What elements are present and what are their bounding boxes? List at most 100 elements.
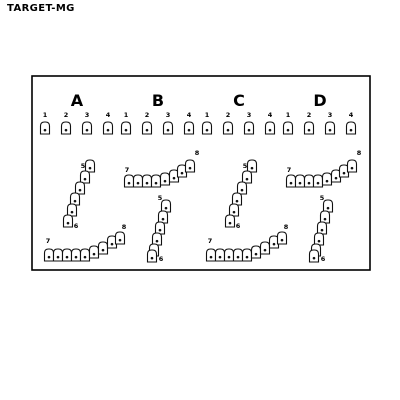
group-D-key-4-tile-dot xyxy=(349,128,353,132)
group-B-run-tile-3-dot xyxy=(145,181,149,185)
group-C-staircase-tile-4 xyxy=(231,192,243,206)
group-D-key-4-tile xyxy=(345,121,357,135)
group-C-label-top: 5 xyxy=(243,162,248,170)
group-C-key-4-tile-dot xyxy=(268,128,272,132)
group-C-key-1-tile-dot xyxy=(205,128,209,132)
group-D-run-tile-4 xyxy=(312,174,324,188)
group-C-key-4-label: 4 xyxy=(268,111,273,119)
group-D-staircase-tile-3 xyxy=(316,221,328,235)
group-A-key-1-label: 1 xyxy=(43,111,48,119)
group-D-run-tile-3-dot xyxy=(307,181,311,185)
group-B-key-4-tile-dot xyxy=(187,128,191,132)
group-D-label-top: 8 xyxy=(357,149,362,157)
group-B-key-1-tile xyxy=(120,121,132,135)
group-D-staircase-tile-6-dot xyxy=(312,256,316,260)
group-B-label-left: 7 xyxy=(125,166,130,174)
group-A-run-tile-3-dot xyxy=(65,255,69,259)
group-C-run-tile-7-dot xyxy=(263,248,267,252)
group-A-run-tile-4-dot xyxy=(74,255,78,259)
group-D-key-1-label: 1 xyxy=(286,111,291,119)
group-B-label-mid: 5 xyxy=(158,194,163,202)
group-C-staircase-tile-3 xyxy=(236,181,248,195)
group-B-staircase-tile-2-dot xyxy=(161,217,165,221)
group-A-staircase-tile-2 xyxy=(79,170,91,184)
group-D-key-2-tile-dot xyxy=(307,128,311,132)
group-C-run-tile-2-dot xyxy=(218,255,222,259)
group-D-staircase-tile-1 xyxy=(322,199,334,213)
group-C-key-1-label: 1 xyxy=(205,111,210,119)
group-C-staircase-tile-5-dot xyxy=(232,210,236,214)
group-C-run-tile-8-dot xyxy=(272,242,276,246)
group-C-run-tile-4 xyxy=(232,248,244,262)
group-A-key-3-tile-dot xyxy=(85,128,89,132)
group-A-staircase-tile-3 xyxy=(74,181,86,195)
group-B-key-1-label: 1 xyxy=(124,111,129,119)
group-A-letter: A xyxy=(71,91,84,110)
group-A-staircase-tile-3-dot xyxy=(78,188,82,192)
group-D-key-2-label: 2 xyxy=(307,111,312,119)
group-A-key-2-label: 2 xyxy=(64,111,69,119)
group-C-key-2-label: 2 xyxy=(226,111,231,119)
group-D-staircase-tile-1-dot xyxy=(326,206,330,210)
group-D-key-3-tile xyxy=(324,121,336,135)
group-C-staircase-tile-2-dot xyxy=(245,177,249,181)
group-A-run-tile-1 xyxy=(43,248,55,262)
group-B-run-tile-5 xyxy=(159,172,171,186)
group-D-label-left: 7 xyxy=(287,166,292,174)
group-D-key-3-label: 3 xyxy=(328,111,333,119)
group-C-staircase-tile-6-dot xyxy=(228,221,232,225)
group-A-staircase-tile-6-dot xyxy=(66,221,70,225)
group-C-key-2-tile xyxy=(222,121,234,135)
group-C-staircase-tile-1 xyxy=(246,159,258,173)
group-C-staircase-tile-1-dot xyxy=(250,166,254,170)
group-A-run-tile-6-dot xyxy=(92,252,96,256)
group-C-run-tile-9-dot xyxy=(280,238,284,242)
group-A-run-tile-2-dot xyxy=(56,255,60,259)
group-A-run-tile-1-dot xyxy=(47,255,51,259)
group-B-key-1-tile-dot xyxy=(124,128,128,132)
group-A-key-4-tile-dot xyxy=(106,128,110,132)
group-B-staircase-tile-6 xyxy=(146,249,158,263)
group-C-run-tile-4-dot xyxy=(236,255,240,259)
group-D-run-tile-1-dot xyxy=(289,181,293,185)
group-B-staircase-tile-1-dot xyxy=(164,206,168,210)
group-A-key-1-tile xyxy=(39,121,51,135)
group-C-label-mid: 6 xyxy=(236,222,241,230)
group-C-run-tile-1 xyxy=(205,248,217,262)
group-B-staircase-tile-3 xyxy=(154,221,166,235)
group-A-key-2-tile-dot xyxy=(64,128,68,132)
group-C-letter: C xyxy=(233,91,245,110)
group-C-staircase-tile-3-dot xyxy=(240,188,244,192)
group-A-label-left: 7 xyxy=(46,237,51,245)
group-A-staircase-tile-5 xyxy=(66,203,78,217)
group-D-staircase-tile-4-dot xyxy=(317,239,321,243)
group-B-run-tile-7-dot xyxy=(180,171,184,175)
brand-label: TARGET-MG xyxy=(7,3,75,14)
group-D-key-4-label: 4 xyxy=(349,111,354,119)
group-A-run-tile-4 xyxy=(70,248,82,262)
group-B-run-tile-1 xyxy=(123,174,135,188)
group-A-label-mid: 6 xyxy=(74,222,79,230)
group-D-run-tile-8-dot xyxy=(350,166,354,170)
group-A-run-tile-7-dot xyxy=(101,248,105,252)
group-D-label-mid: 5 xyxy=(320,194,325,202)
group-B-run-tile-5-dot xyxy=(163,179,167,183)
group-B-run-tile-4-dot xyxy=(154,181,158,185)
group-A-staircase-tile-6 xyxy=(62,214,74,228)
group-B-staircase-tile-3-dot xyxy=(158,228,162,232)
group-B-run-tile-8 xyxy=(184,159,196,173)
group-A-label-right: 8 xyxy=(122,223,127,231)
group-C-staircase-tile-5 xyxy=(228,203,240,217)
group-D-key-1-tile-dot xyxy=(286,128,290,132)
group-A-key-4-label: 4 xyxy=(106,111,111,119)
group-B-staircase-tile-2 xyxy=(157,210,169,224)
group-C-run-tile-1-dot xyxy=(209,255,213,259)
group-B-key-2-label: 2 xyxy=(145,111,150,119)
group-B-label-right: 6 xyxy=(159,255,164,263)
group-A-run-tile-2 xyxy=(52,248,64,262)
group-C-run-tile-6-dot xyxy=(254,252,258,256)
group-B-run-tile-2 xyxy=(132,174,144,188)
group-B-staircase-tile-1 xyxy=(160,199,172,213)
group-C-key-3-label: 3 xyxy=(247,111,252,119)
